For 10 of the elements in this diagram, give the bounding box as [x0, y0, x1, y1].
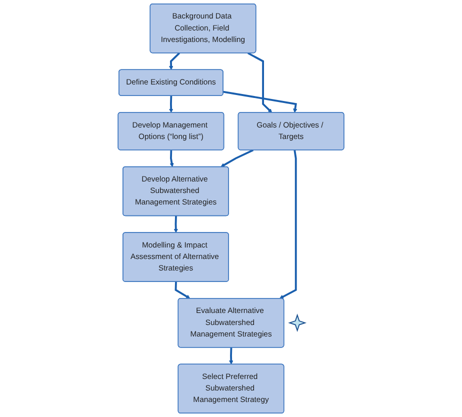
arrow — [229, 348, 234, 365]
arrow — [174, 216, 178, 233]
arrow — [174, 282, 190, 299]
arrow — [247, 52, 272, 113]
arrow — [220, 149, 254, 168]
arrow — [168, 96, 174, 113]
arrow — [279, 150, 297, 299]
arrow — [168, 52, 180, 70]
arrow — [170, 150, 174, 168]
arrow — [223, 90, 298, 113]
